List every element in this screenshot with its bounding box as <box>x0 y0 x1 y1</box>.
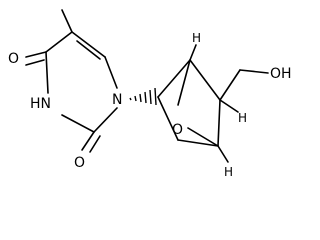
ring-c5-c4 <box>45 31 73 53</box>
c4-o-bond <box>25 51 47 58</box>
atom-o-upper: O <box>8 51 19 67</box>
molecule-canvas: O O HN N O OH H H H <box>8 9 292 179</box>
h-bond-right <box>219 99 239 113</box>
ring-n3-c4 <box>45 51 49 94</box>
ring-c6-n1 <box>104 56 118 89</box>
atom-h-right: H <box>238 111 247 125</box>
c4-o-double <box>25 59 45 66</box>
ring-c2-n3 <box>61 114 95 133</box>
bicyclic-bond-1 <box>157 59 191 98</box>
ring-c5-c6 <box>71 31 106 58</box>
ch2-bond <box>219 69 241 101</box>
h-bond-top <box>189 44 197 61</box>
bicyclic-bond-7 <box>187 127 219 147</box>
n1-c-hashed-bond <box>129 87 157 106</box>
ch2-oh-bond <box>239 69 269 74</box>
atom-o-lower: O <box>74 155 85 171</box>
h-bond-bottom <box>217 145 229 163</box>
atom-oh: OH <box>270 66 292 82</box>
bicyclic-bond-3 <box>177 139 219 147</box>
bicyclic-bond-4 <box>189 59 221 101</box>
methyl-bond <box>61 9 73 33</box>
bicyclic-bond-2 <box>157 96 179 141</box>
ring-c5-c6-double <box>76 40 101 60</box>
atom-nh: HN <box>30 96 51 112</box>
ring-n1-c2 <box>93 107 118 133</box>
structure-svg: O O HN N O OH H H H <box>8 9 292 179</box>
bicyclic-bond-5 <box>217 99 221 147</box>
atom-h-bottom: H <box>224 165 233 179</box>
atom-h-top: H <box>192 31 201 45</box>
c2-o-bond <box>81 131 95 151</box>
atom-o-bridge: O <box>172 122 183 138</box>
c2-o-double <box>89 135 101 153</box>
bicyclic-bond-6 <box>177 59 191 106</box>
atom-n1: N <box>112 92 122 108</box>
